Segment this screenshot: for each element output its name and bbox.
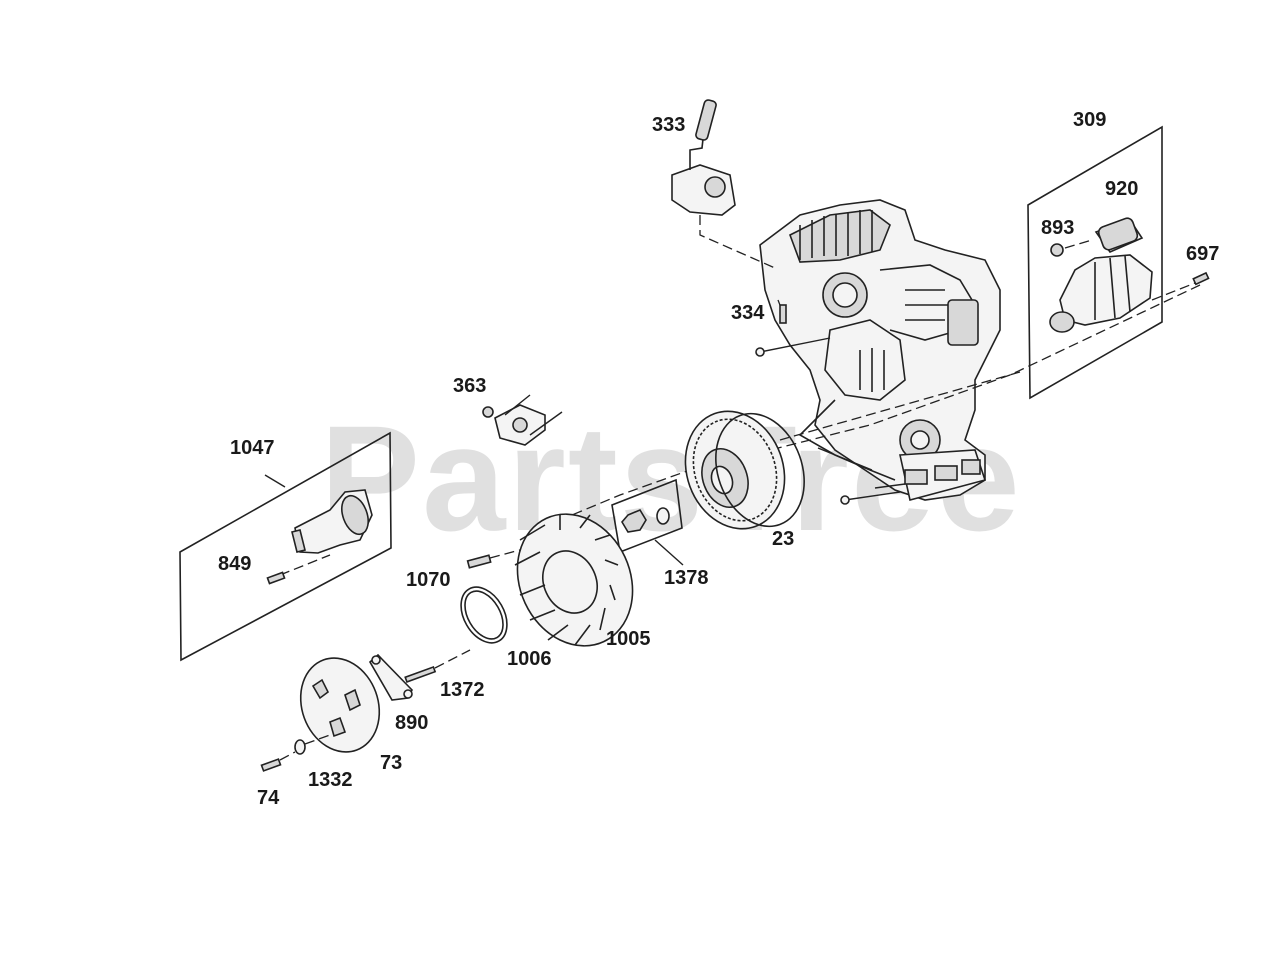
label-334[interactable]: 334 bbox=[731, 302, 765, 324]
cooling-fan-1005 bbox=[514, 513, 634, 647]
starter-motor-assembly-309 bbox=[1027, 125, 1210, 400]
label-309[interactable]: 309 bbox=[1073, 109, 1106, 131]
label-23[interactable]: 23 bbox=[772, 528, 794, 550]
disc-73 bbox=[299, 657, 381, 753]
label-1332[interactable]: 1332 bbox=[308, 769, 353, 791]
label-74[interactable]: 74 bbox=[257, 787, 280, 809]
label-73[interactable]: 73 bbox=[380, 752, 402, 774]
bracket-890 bbox=[368, 653, 413, 701]
label-1047[interactable]: 1047 bbox=[230, 437, 275, 459]
label-1005[interactable]: 1005 bbox=[606, 628, 651, 650]
label-890[interactable]: 890 bbox=[395, 712, 428, 734]
label-1372[interactable]: 1372 bbox=[440, 679, 485, 701]
label-849[interactable]: 849 bbox=[218, 553, 251, 575]
label-333[interactable]: 333 bbox=[652, 114, 685, 136]
washer-1332 bbox=[294, 734, 331, 755]
ignition-coil-333 bbox=[671, 99, 776, 269]
flywheel-23 bbox=[684, 410, 805, 530]
bracket-363 bbox=[482, 394, 563, 446]
pin-1372 bbox=[404, 649, 471, 683]
gasket-ring-1006 bbox=[460, 586, 508, 644]
nut-washer-1378 bbox=[611, 478, 684, 566]
bolt-334 bbox=[779, 304, 787, 324]
label-1070[interactable]: 1070 bbox=[406, 569, 451, 591]
shaft-adapter-assembly-1047 bbox=[179, 431, 392, 662]
engine-block bbox=[755, 199, 1001, 505]
label-697[interactable]: 697 bbox=[1186, 243, 1219, 265]
bolt-74 bbox=[260, 751, 296, 772]
label-920[interactable]: 920 bbox=[1105, 178, 1138, 200]
label-1378[interactable]: 1378 bbox=[664, 567, 709, 589]
label-1006[interactable]: 1006 bbox=[507, 648, 552, 670]
label-363[interactable]: 363 bbox=[453, 375, 486, 397]
bolt-1070 bbox=[466, 549, 521, 569]
label-893[interactable]: 893 bbox=[1041, 217, 1074, 239]
